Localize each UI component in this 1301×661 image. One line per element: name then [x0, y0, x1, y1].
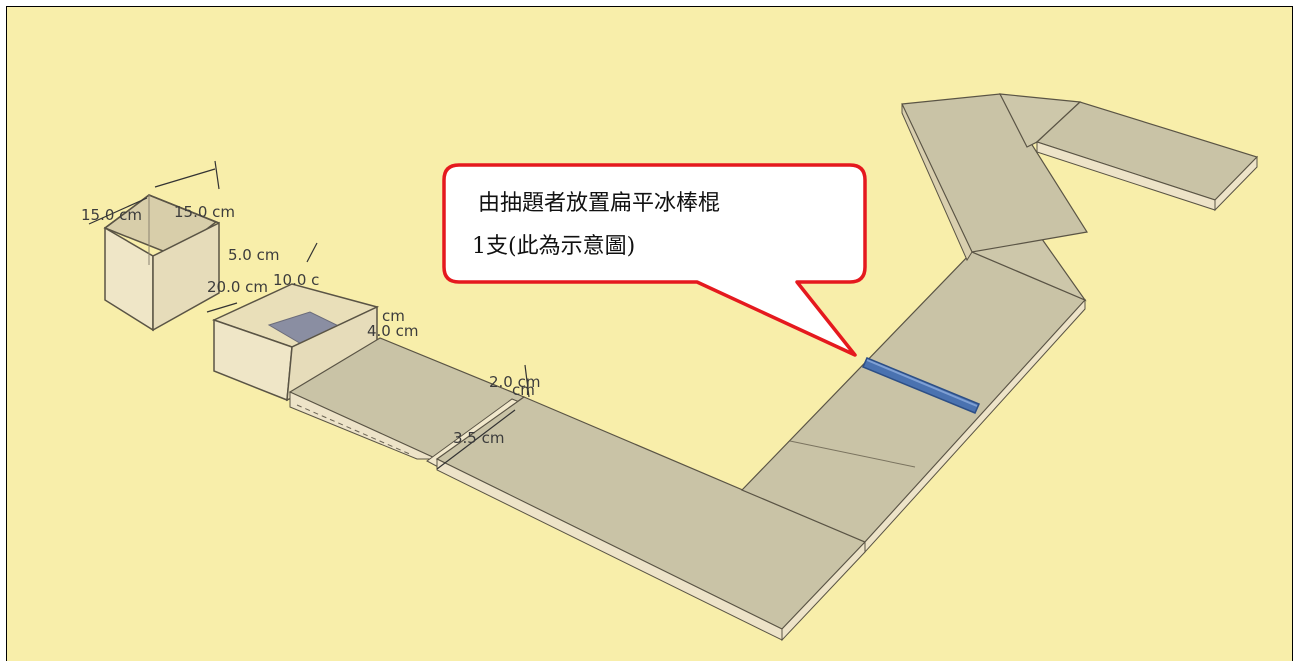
dimension-lines — [88, 160, 530, 470]
dim-box1-depth: 15.0 cm — [174, 203, 235, 221]
diagonal-board-front — [781, 540, 866, 642]
ramp-side — [289, 391, 438, 460]
dim-box2-b: 10.0 c — [273, 271, 319, 289]
figure-frame — [6, 6, 1293, 661]
dim-step-b: cm — [512, 381, 535, 399]
dim-box1-width: 15.0 cm — [81, 206, 142, 224]
dim-step-width: 3.5 cm — [453, 429, 504, 447]
dim-box2-a: 5.0 cm — [228, 246, 279, 264]
callout-bubble: 由抽題者放置扁平冰棒棍 1支(此為示意圖) — [442, 163, 867, 357]
box-1 — [103, 194, 220, 332]
dim-ramp-cm: cm — [382, 307, 405, 325]
end-board-end — [1214, 155, 1258, 212]
callout-line-2: 1支(此為示意圖) — [472, 234, 635, 259]
track-diagram-svg: 15.0 cm 15.0 cm 5.0 cm 10.0 c 20.0 cm cm… — [81, 93, 1259, 642]
callout-line-1: 由抽題者放置扁平冰棒棍 — [478, 191, 720, 216]
dim-ramp-height: 4.0 cm — [367, 322, 418, 340]
track-diagram: 15.0 cm 15.0 cm 5.0 cm 10.0 c 20.0 cm cm… — [7, 7, 1292, 661]
turn-board — [740, 93, 1259, 642]
dim-box2-length: 20.0 cm — [207, 278, 268, 296]
dim-step-a: 2.0 cm — [489, 373, 540, 391]
box-1-right-face — [152, 221, 220, 332]
box-2 — [211, 283, 380, 402]
popsicle-stick — [862, 357, 980, 414]
straight-board — [288, 337, 867, 641]
zigzag-side-1 — [901, 103, 973, 262]
